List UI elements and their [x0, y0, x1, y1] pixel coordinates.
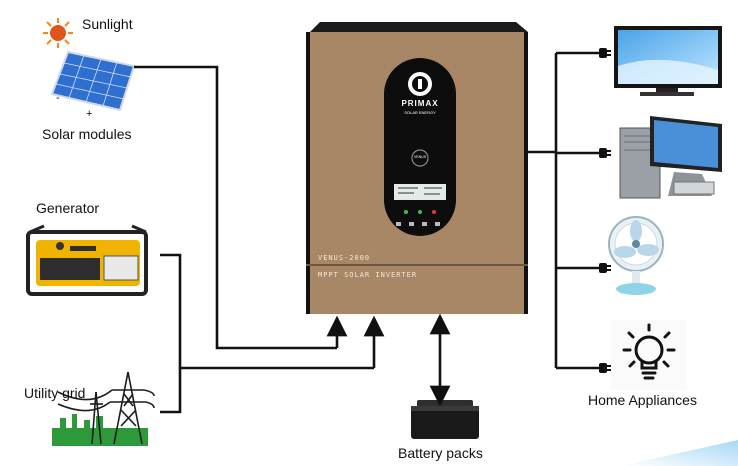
generator-icon — [26, 224, 148, 296]
panel-button[interactable] — [396, 222, 401, 226]
inverter-brand: PRIMAX — [401, 99, 439, 108]
venus-badge-circle — [411, 149, 429, 167]
inverter-model: VENUS-2000 — [318, 254, 371, 262]
solar-modules-label: Solar modules — [42, 126, 132, 142]
tv-icon — [614, 26, 722, 96]
panel-plus-symbol: + — [86, 108, 93, 120]
panel-button[interactable] — [435, 222, 440, 226]
inverter-unit — [306, 22, 528, 314]
light-bulb-icon — [611, 320, 687, 390]
utility-grid-label: Utility grid — [24, 385, 86, 401]
inverter-badge: VENUS — [413, 155, 427, 159]
panel-button[interactable] — [409, 222, 414, 226]
generator-label: Generator — [36, 200, 100, 216]
corner-decoration — [620, 440, 738, 466]
home-appliances-label: Home Appliances — [588, 392, 697, 408]
status-led — [432, 210, 436, 214]
inverter-type-label: MPPT SOLAR INVERTER — [318, 271, 418, 279]
lcd-display — [394, 184, 446, 200]
sunlight-label: Sunlight — [82, 16, 133, 32]
battery-packs-label: Battery packs — [398, 445, 483, 461]
computer-icon — [619, 116, 722, 199]
fan-icon — [608, 216, 664, 295]
status-led — [418, 210, 422, 214]
panel-button[interactable] — [422, 222, 427, 226]
flow-arrows — [326, 313, 451, 407]
status-led — [404, 210, 408, 214]
plug-icon — [599, 48, 611, 373]
sun-icon — [43, 18, 73, 48]
power-tower-icon — [52, 371, 155, 446]
wiring — [134, 51, 600, 414]
battery-icon — [411, 400, 479, 439]
panel-minus-symbol: - — [56, 92, 60, 104]
inverter-brand-sub: SOLAR ENERGY — [404, 110, 436, 115]
solar-panel-icon — [50, 50, 136, 112]
